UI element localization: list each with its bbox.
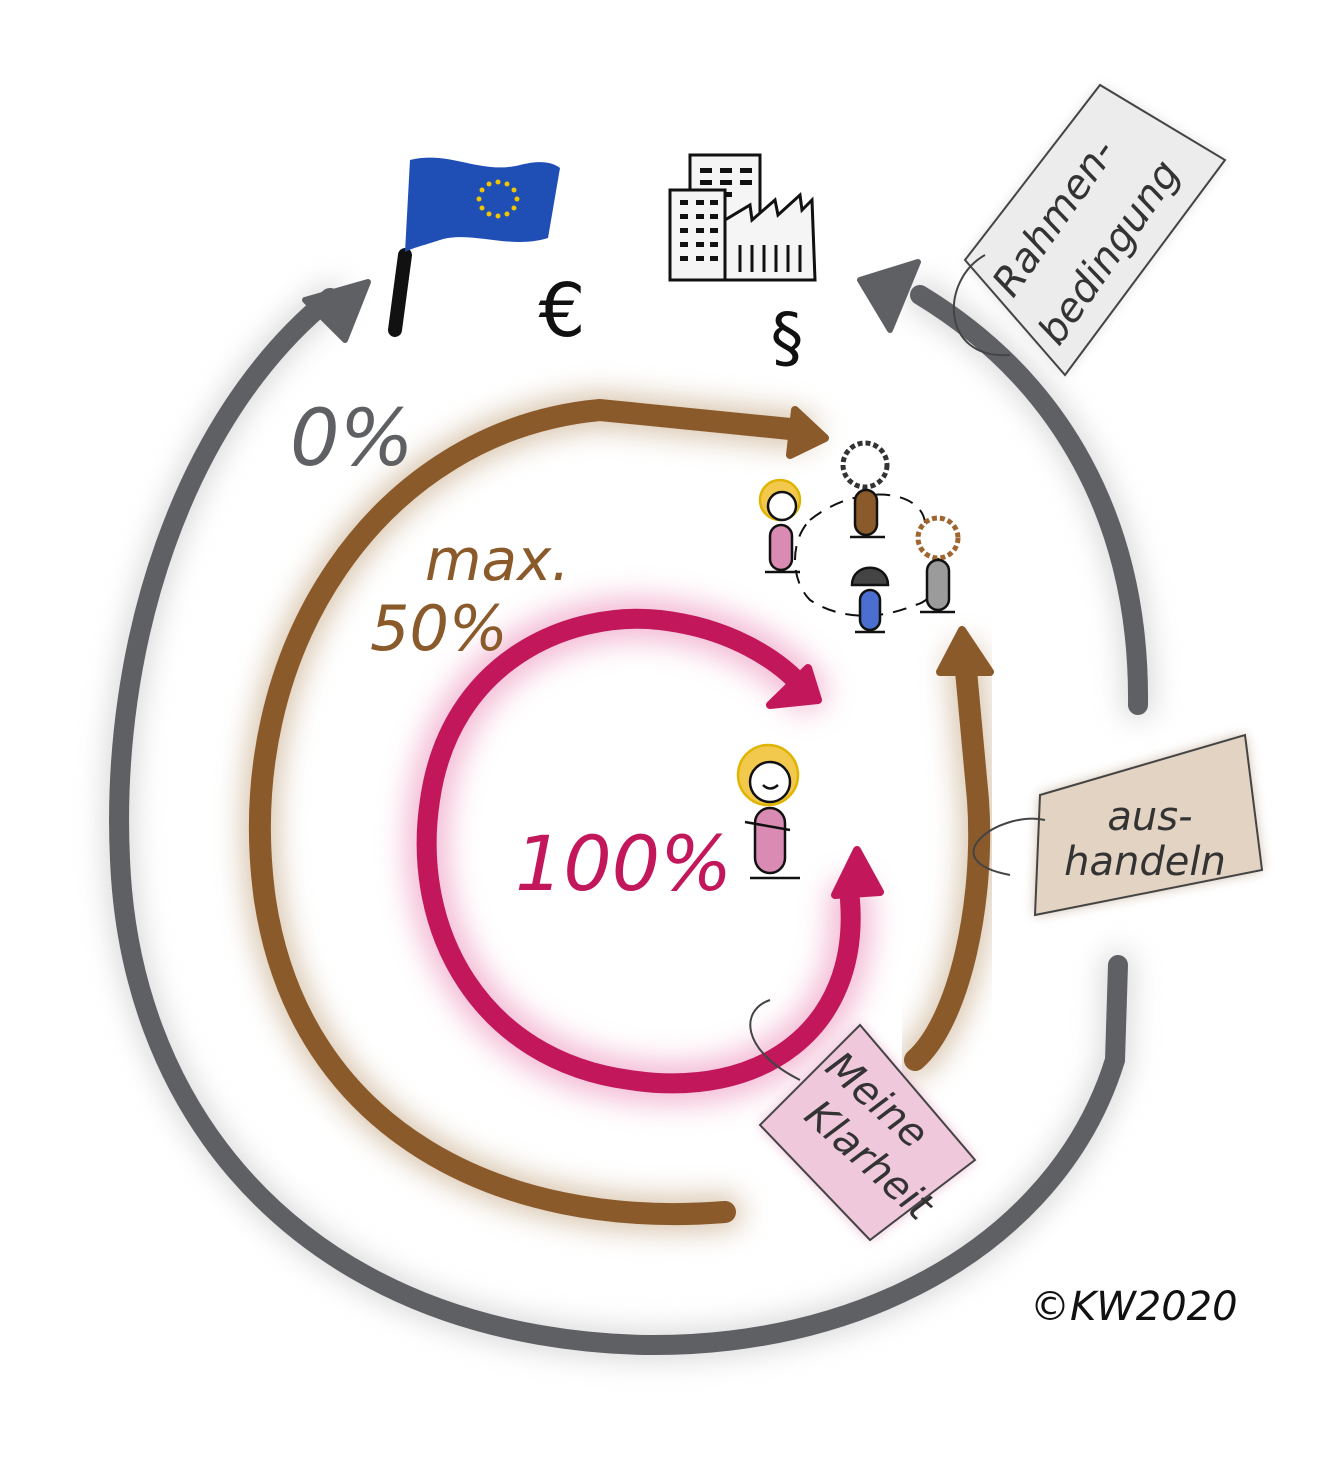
label-zero-percent: 0% bbox=[290, 394, 414, 484]
outer-ring-arrowhead-left bbox=[302, 279, 371, 343]
eu-flag-stars bbox=[476, 179, 520, 219]
tag-aushandeln-line1: aus- bbox=[1107, 794, 1192, 840]
person-icon bbox=[850, 566, 890, 634]
middle-ring-arrowhead-top bbox=[786, 406, 829, 459]
tag-aushandeln: aus- handeln bbox=[972, 733, 1264, 917]
label-fifty-percent: 50% bbox=[370, 592, 508, 665]
inner-ring-arc bbox=[416, 608, 861, 1094]
label-hundred-percent: 100% bbox=[515, 819, 732, 908]
people-group-icon bbox=[758, 440, 961, 634]
person-icon bbox=[758, 478, 802, 574]
person-icon bbox=[840, 440, 890, 539]
middle-ring bbox=[241, 391, 998, 1233]
buildings-factory-icon bbox=[668, 153, 817, 282]
inner-ring-arrowhead-bottom bbox=[831, 846, 884, 899]
person-icon bbox=[736, 743, 800, 880]
outer-ring bbox=[104, 259, 1154, 1360]
euro-symbol: € bbox=[538, 268, 585, 354]
middle-ring-arc-right bbox=[904, 649, 991, 1071]
inner-ring-arrowhead-top bbox=[766, 664, 822, 709]
outer-ring-arc-right bbox=[910, 285, 1149, 715]
outer-ring-arc-left bbox=[109, 288, 1128, 1355]
middle-ring-arrowhead-right bbox=[936, 626, 994, 676]
eu-flag-icon bbox=[388, 157, 560, 337]
outer-ring-arrowhead-right bbox=[857, 259, 921, 333]
person-icon bbox=[915, 515, 961, 614]
paragraph-symbol: § bbox=[771, 299, 804, 376]
copyright-label: ©KW2020 bbox=[1030, 1284, 1238, 1330]
label-max: max. bbox=[425, 526, 570, 594]
inner-ring bbox=[404, 596, 884, 1106]
middle-ring-arc-left bbox=[248, 398, 811, 1226]
tag-aushandeln-line2: handeln bbox=[1064, 839, 1226, 885]
